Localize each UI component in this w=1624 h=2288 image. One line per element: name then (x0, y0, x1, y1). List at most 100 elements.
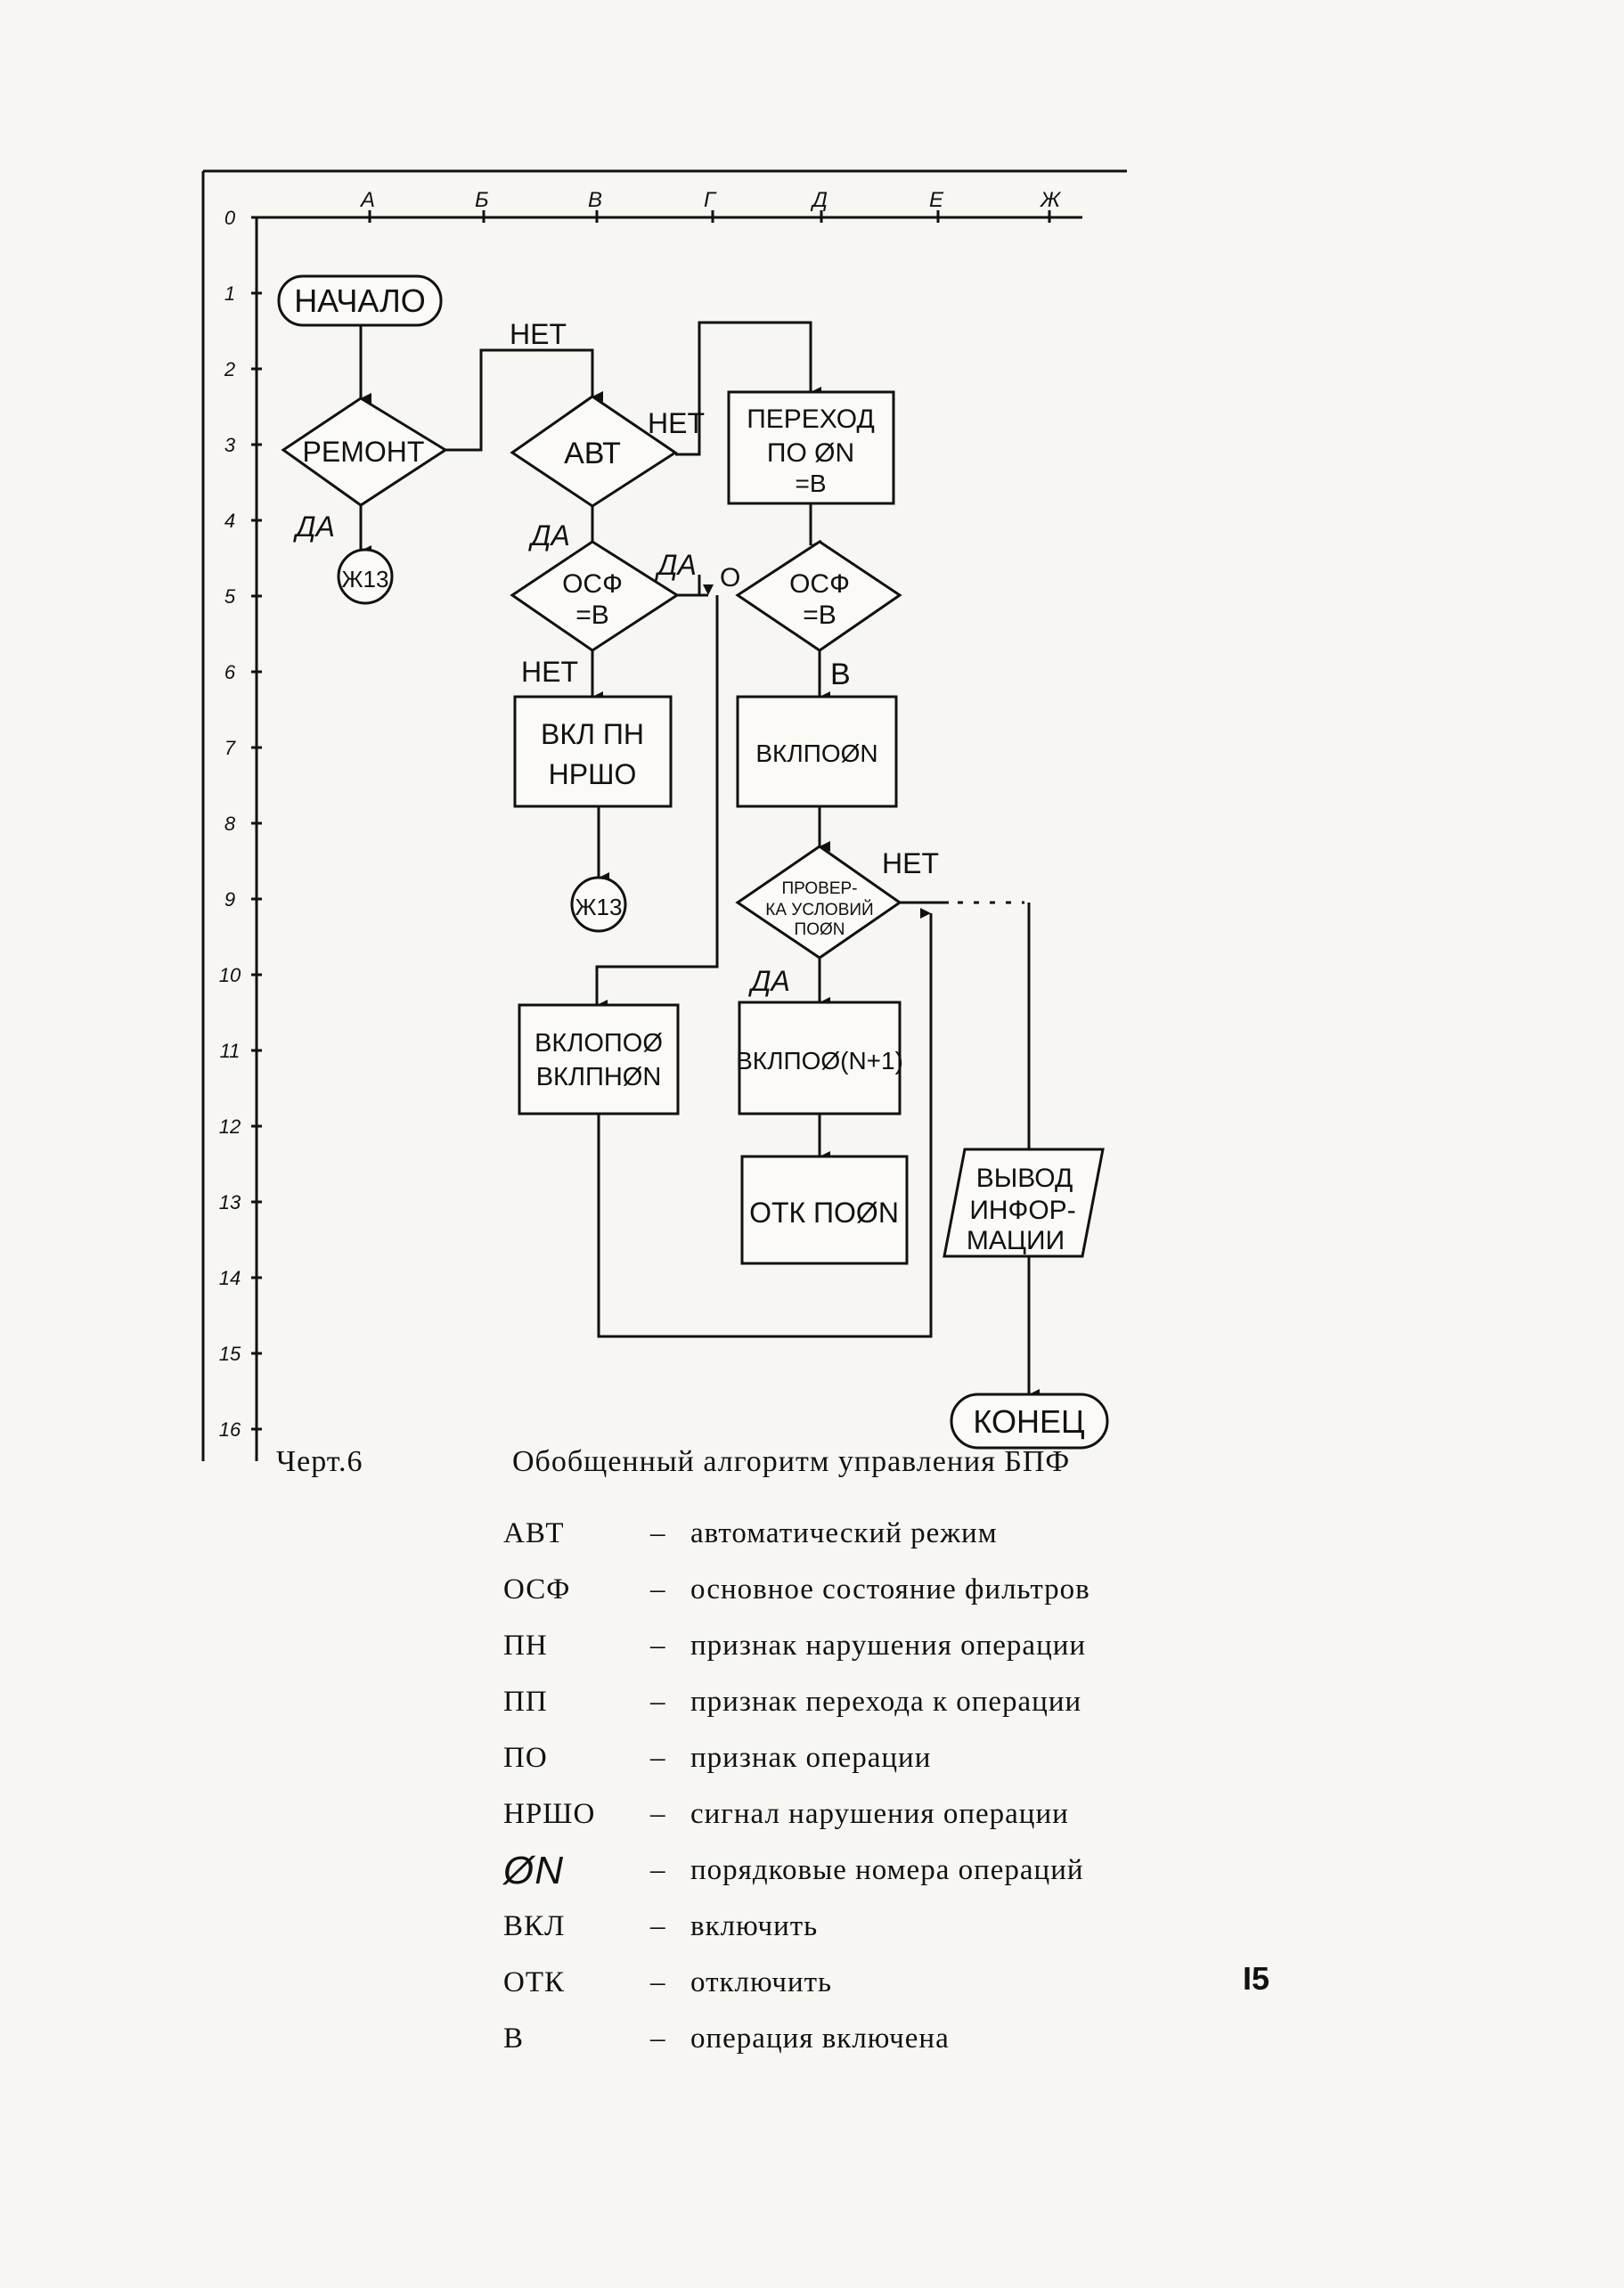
row-label: 15 (219, 1343, 241, 1365)
label-da-osf1: ДА (655, 549, 697, 581)
vkl-pn-line2: НРШО (549, 758, 637, 790)
output-line1: ВЫВОД (976, 1164, 1073, 1193)
legend-row: ØN –порядковые номера операций (503, 1843, 1090, 1899)
check-decision: ПРОВЕР- КА УСЛОВИЙ ПОØN (735, 845, 902, 960)
legend-dash: – (650, 1798, 666, 1830)
output-line2: ИНФОР- (969, 1196, 1075, 1225)
remont-label: РЕМОНТ (303, 436, 425, 468)
vkl-poo-line2: ВКЛПНØN (536, 1063, 662, 1091)
osf-decision-2: ОСФ =В (735, 540, 902, 652)
legend-dash: – (650, 1686, 666, 1718)
page-number: I5 (1243, 1960, 1270, 1997)
vkl-po-label: ВКЛПОØN (755, 740, 877, 767)
legend-description: признак перехода к операции (690, 1686, 1082, 1718)
end-terminal: КОНЕЦ (950, 1393, 1109, 1450)
col-label: Д (810, 188, 828, 212)
osf-decision-1: ОСФ =В (510, 540, 680, 652)
vkl-next-process: ВКЛПОØ(N+1) (736, 1001, 903, 1115)
row-label: 5 (224, 585, 236, 608)
connector-label: Ж13 (575, 894, 623, 920)
perehod-process: ПЕРЕХОД ПО ØN =В (727, 390, 895, 505)
osf2-line2: =В (803, 601, 836, 630)
avt-label: АВТ (564, 437, 621, 470)
perehod-line1: ПЕРЕХОД (747, 404, 875, 434)
vkl-po-process: ВКЛПОØN (736, 695, 898, 808)
row-label: 7 (224, 737, 236, 759)
check-line2: КА УСЛОВИЙ (765, 900, 873, 919)
row-label: 11 (220, 1040, 241, 1062)
perehod-line2: ПО ØN (767, 438, 854, 468)
label-da-check: ДА (748, 965, 790, 997)
legend-row: ПО–признак операции (503, 1730, 1090, 1786)
check-line1: ПРОВЕР- (781, 879, 857, 898)
label-da-remont: ДА (293, 511, 335, 543)
legend-row: ПН–признак нарушения операции (503, 1618, 1090, 1674)
legend-row: В–операция включена (503, 2011, 1090, 2067)
row-label: 9 (224, 888, 235, 911)
legend-description: сигнал нарушения операции (690, 1798, 1069, 1830)
avt-decision: АВТ (510, 395, 678, 508)
legend-dash: – (650, 1966, 666, 1998)
col-label: Г (704, 188, 717, 212)
osf1-line1: ОСФ (562, 569, 623, 599)
connector-label: Ж13 (342, 566, 389, 592)
legend-dash: – (650, 1854, 666, 1886)
legend-description: отключить (690, 1966, 833, 1998)
legend-description: признак нарушения операции (690, 1630, 1087, 1662)
row-label: 0 (224, 207, 236, 229)
legend-abbr: В (503, 2022, 525, 2055)
legend-row: ОСФ–основное состояние фильтров (503, 1562, 1090, 1618)
col-label: Е (929, 188, 944, 212)
row-label: 16 (219, 1418, 241, 1441)
legend-abbr: ПО (503, 1742, 548, 1774)
connector-zh13-2: Ж13 (570, 876, 627, 933)
row-label: 12 (219, 1115, 241, 1138)
legend-description: порядковые номера операций (690, 1854, 1084, 1886)
label-v-osf2: В (830, 658, 851, 691)
label-net-avt: НЕТ (648, 407, 705, 439)
legend-dash: – (650, 1630, 666, 1662)
row-label: 8 (224, 813, 236, 835)
col-label: Б (475, 188, 489, 212)
legend-dash: – (650, 1910, 666, 1942)
figure-caption: Черт.6 (276, 1445, 363, 1478)
legend-row: АВТ–автоматический режим (503, 1506, 1090, 1562)
legend-row: ОТК–отключить (503, 1955, 1090, 2011)
label-net-check: НЕТ (882, 847, 939, 879)
legend-abbr: ПП (503, 1686, 548, 1718)
row-label: 14 (219, 1267, 241, 1289)
legend-description: автоматический режим (690, 1517, 998, 1549)
label-net-osf1: НЕТ (521, 656, 578, 688)
legend-abbr: ØN (503, 1848, 564, 1892)
end-label: КОНЕЦ (973, 1403, 1084, 1440)
row-label: 6 (224, 661, 236, 683)
legend-abbr: НРШО (503, 1798, 596, 1830)
vkl-poo-line1: ВКЛОПОØ (535, 1029, 663, 1058)
legend-row: НРШО –сигнал нарушения операции (503, 1786, 1090, 1843)
row-label: 1 (224, 282, 235, 305)
column-ticks (368, 210, 1051, 223)
output-line3: МАЦИИ (967, 1226, 1065, 1255)
label-o-osf2: О (720, 563, 740, 592)
col-label: Ж (1040, 188, 1062, 212)
osf2-line1: ОСФ (789, 569, 850, 599)
row-label: 3 (224, 434, 236, 456)
vkl-next-label: ВКЛПОØ(N+1) (736, 1047, 903, 1075)
start-label: НАЧАЛО (294, 282, 426, 319)
remont-decision: РЕМОНТ (281, 396, 448, 507)
legend-row: ПП –признак перехода к операции (503, 1674, 1090, 1730)
vkl-pn-process: ВКЛ ПН НРШО (513, 695, 673, 808)
connector-zh13-1: Ж13 (337, 548, 394, 605)
legend-row: ВКЛ–включить (503, 1899, 1090, 1955)
legend-dash: – (650, 1573, 666, 1606)
row-label: 10 (219, 964, 241, 986)
osf1-line2: =В (575, 601, 609, 630)
legend-description: операция включена (690, 2022, 950, 2055)
flow-lines (359, 321, 1040, 1400)
legend-dash: – (650, 1742, 666, 1774)
row-label: 4 (224, 510, 235, 532)
legend-abbr: ОСФ (503, 1573, 571, 1606)
